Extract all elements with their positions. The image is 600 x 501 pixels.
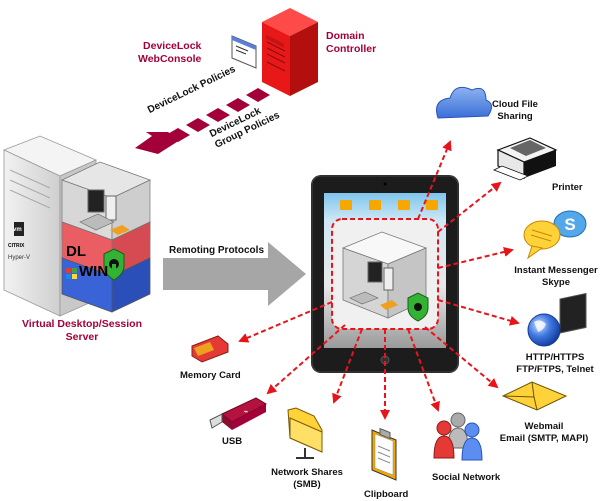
endpoint-label-line: Social Network bbox=[432, 472, 501, 483]
endpoint-label-line: FTP/FTPS, Telnet bbox=[516, 364, 594, 375]
svg-text:⌁: ⌁ bbox=[244, 407, 249, 416]
endpoint-label-cloud: Cloud File Sharing bbox=[480, 99, 550, 123]
endpoint-label-printer: Printer bbox=[552, 182, 583, 194]
endpoint-label-usb: USB bbox=[222, 436, 242, 448]
endpoint-label-line: Printer bbox=[552, 182, 583, 193]
dl-badge: DL bbox=[66, 243, 86, 260]
endpoint-label-line: HTTP/HTTPS bbox=[525, 352, 585, 363]
arrow-to-social bbox=[407, 328, 440, 412]
arrow-to-cloud bbox=[417, 140, 452, 220]
endpoint-label-email: Webmail Email (SMTP, MAPI) bbox=[492, 421, 596, 445]
arrow-to-http bbox=[437, 299, 520, 326]
endpoint-label-line: Sharing bbox=[497, 111, 533, 122]
endpoint-label-line: Network Shares bbox=[271, 467, 343, 478]
remoting-protocols-label: Remoting Protocols bbox=[169, 245, 265, 256]
remoting-protocols-arrow bbox=[163, 242, 306, 306]
domain-controller-label-line: Domain bbox=[326, 30, 365, 42]
endpoint-label-line: Cloud File bbox=[492, 99, 538, 110]
arrow-to-usb bbox=[266, 324, 346, 395]
endpoint-label-memcard: Memory Card bbox=[180, 370, 241, 382]
domain-controller-server-icon bbox=[262, 8, 318, 96]
envelope-icon bbox=[501, 381, 568, 411]
arrow-to-smb bbox=[332, 328, 363, 404]
server-label-line: Virtual Desktop/Session bbox=[21, 318, 142, 330]
printer-icon bbox=[493, 137, 558, 181]
domain-controller-label: Domain Controller bbox=[326, 30, 376, 56]
endpoint-label-http: HTTP/HTTPS FTP/FTPS, Telnet bbox=[510, 352, 600, 376]
memory-card-icon bbox=[191, 335, 229, 363]
arrow-to-memcard bbox=[238, 301, 333, 343]
endpoint-label-line: Clipboard bbox=[364, 489, 409, 500]
server-label-line: Server bbox=[65, 331, 99, 343]
arrow-to-printer bbox=[437, 181, 502, 233]
usb-drive-icon: ⌁ bbox=[209, 397, 268, 430]
endpoint-label-smb: Network Shares (SMB) bbox=[266, 467, 348, 491]
webconsole-label-line: WebConsole bbox=[138, 53, 202, 65]
citrix-badge: CITRIX bbox=[8, 243, 25, 249]
cloud-icon bbox=[436, 86, 492, 119]
win-badge: WIN bbox=[79, 263, 109, 280]
people-icon bbox=[433, 412, 483, 461]
endpoint-label-line: Skype bbox=[542, 277, 570, 288]
globe-icon bbox=[527, 292, 587, 347]
vmware-badge: vm bbox=[13, 227, 22, 233]
server-label: Virtual Desktop/Session Server bbox=[8, 318, 156, 344]
endpoint-label-social: Social Network bbox=[432, 472, 500, 484]
policies-arrow bbox=[135, 88, 270, 154]
clipboard-icon bbox=[371, 427, 397, 481]
endpoint-label-clipboard: Clipboard bbox=[364, 489, 408, 501]
webconsole-label-line: DeviceLock bbox=[143, 40, 202, 52]
tablet-device bbox=[311, 175, 459, 373]
domain-controller-label-line: Controller bbox=[326, 43, 377, 55]
webconsole-window-icon bbox=[231, 35, 257, 69]
connector-arrows bbox=[238, 140, 520, 420]
endpoint-label-line: Email (SMTP, MAPI) bbox=[499, 433, 589, 444]
endpoint-label-line: Instant Messenger bbox=[514, 265, 598, 276]
hyperv-badge: Hyper-V bbox=[8, 255, 31, 261]
webconsole-label: DeviceLock WebConsole bbox=[138, 40, 201, 66]
endpoint-label-line: Memory Card bbox=[180, 370, 241, 381]
svg-text:S: S bbox=[564, 215, 575, 234]
chat-bubble-icon: S bbox=[523, 210, 587, 260]
endpoint-label-line: USB bbox=[222, 436, 243, 447]
shield-lock-icon bbox=[103, 248, 125, 281]
folder-icon bbox=[287, 407, 323, 459]
endpoint-label-im: Instant Messenger Skype bbox=[508, 265, 600, 289]
arrow-to-im bbox=[437, 247, 514, 269]
endpoint-label-line: Webmail bbox=[524, 421, 564, 432]
endpoint-label-line: (SMB) bbox=[293, 479, 321, 490]
virtual-desktop-cube bbox=[60, 161, 152, 241]
